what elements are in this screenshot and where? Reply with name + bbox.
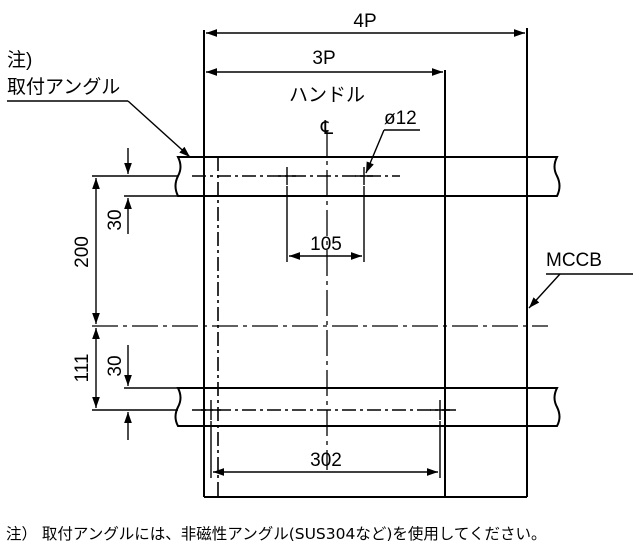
hole-diameter-label: ø12 — [384, 108, 417, 129]
hole-mark-top-left — [278, 167, 296, 185]
hole-mark-top-right — [355, 167, 373, 185]
dim-4p-label: 4P — [353, 11, 376, 32]
dim-200-label: 200 — [72, 236, 93, 268]
handle-label: ハンドル — [289, 85, 365, 106]
dim-302-label: 302 — [310, 450, 342, 471]
mccb-leader — [528, 273, 561, 309]
hole-diameter-leader — [365, 129, 385, 174]
dim-3p-label: 3P — [312, 48, 335, 69]
dim-30-bottom-label: 30 — [105, 355, 126, 376]
dim-105-label: 105 — [310, 234, 342, 255]
hole-mark-bottom-left — [201, 400, 221, 420]
dim-111-label: 111 — [72, 354, 93, 383]
bottom-mounting-angle — [174, 387, 561, 427]
mounting-angle-note-ref: 注) — [7, 49, 32, 71]
footnote: 注） 取付アングルには、非磁性アングル(SUS304など)を使用してください。 — [6, 525, 546, 543]
centerline-symbol: ℄ — [320, 118, 334, 139]
mounting-angle-label: 取付アングル — [7, 76, 120, 98]
dim-30-top-label: 30 — [105, 209, 126, 230]
hole-mark-bottom-right — [430, 400, 450, 420]
mccb-label: MCCB — [546, 250, 602, 271]
mounting-angle-leader — [127, 100, 191, 158]
